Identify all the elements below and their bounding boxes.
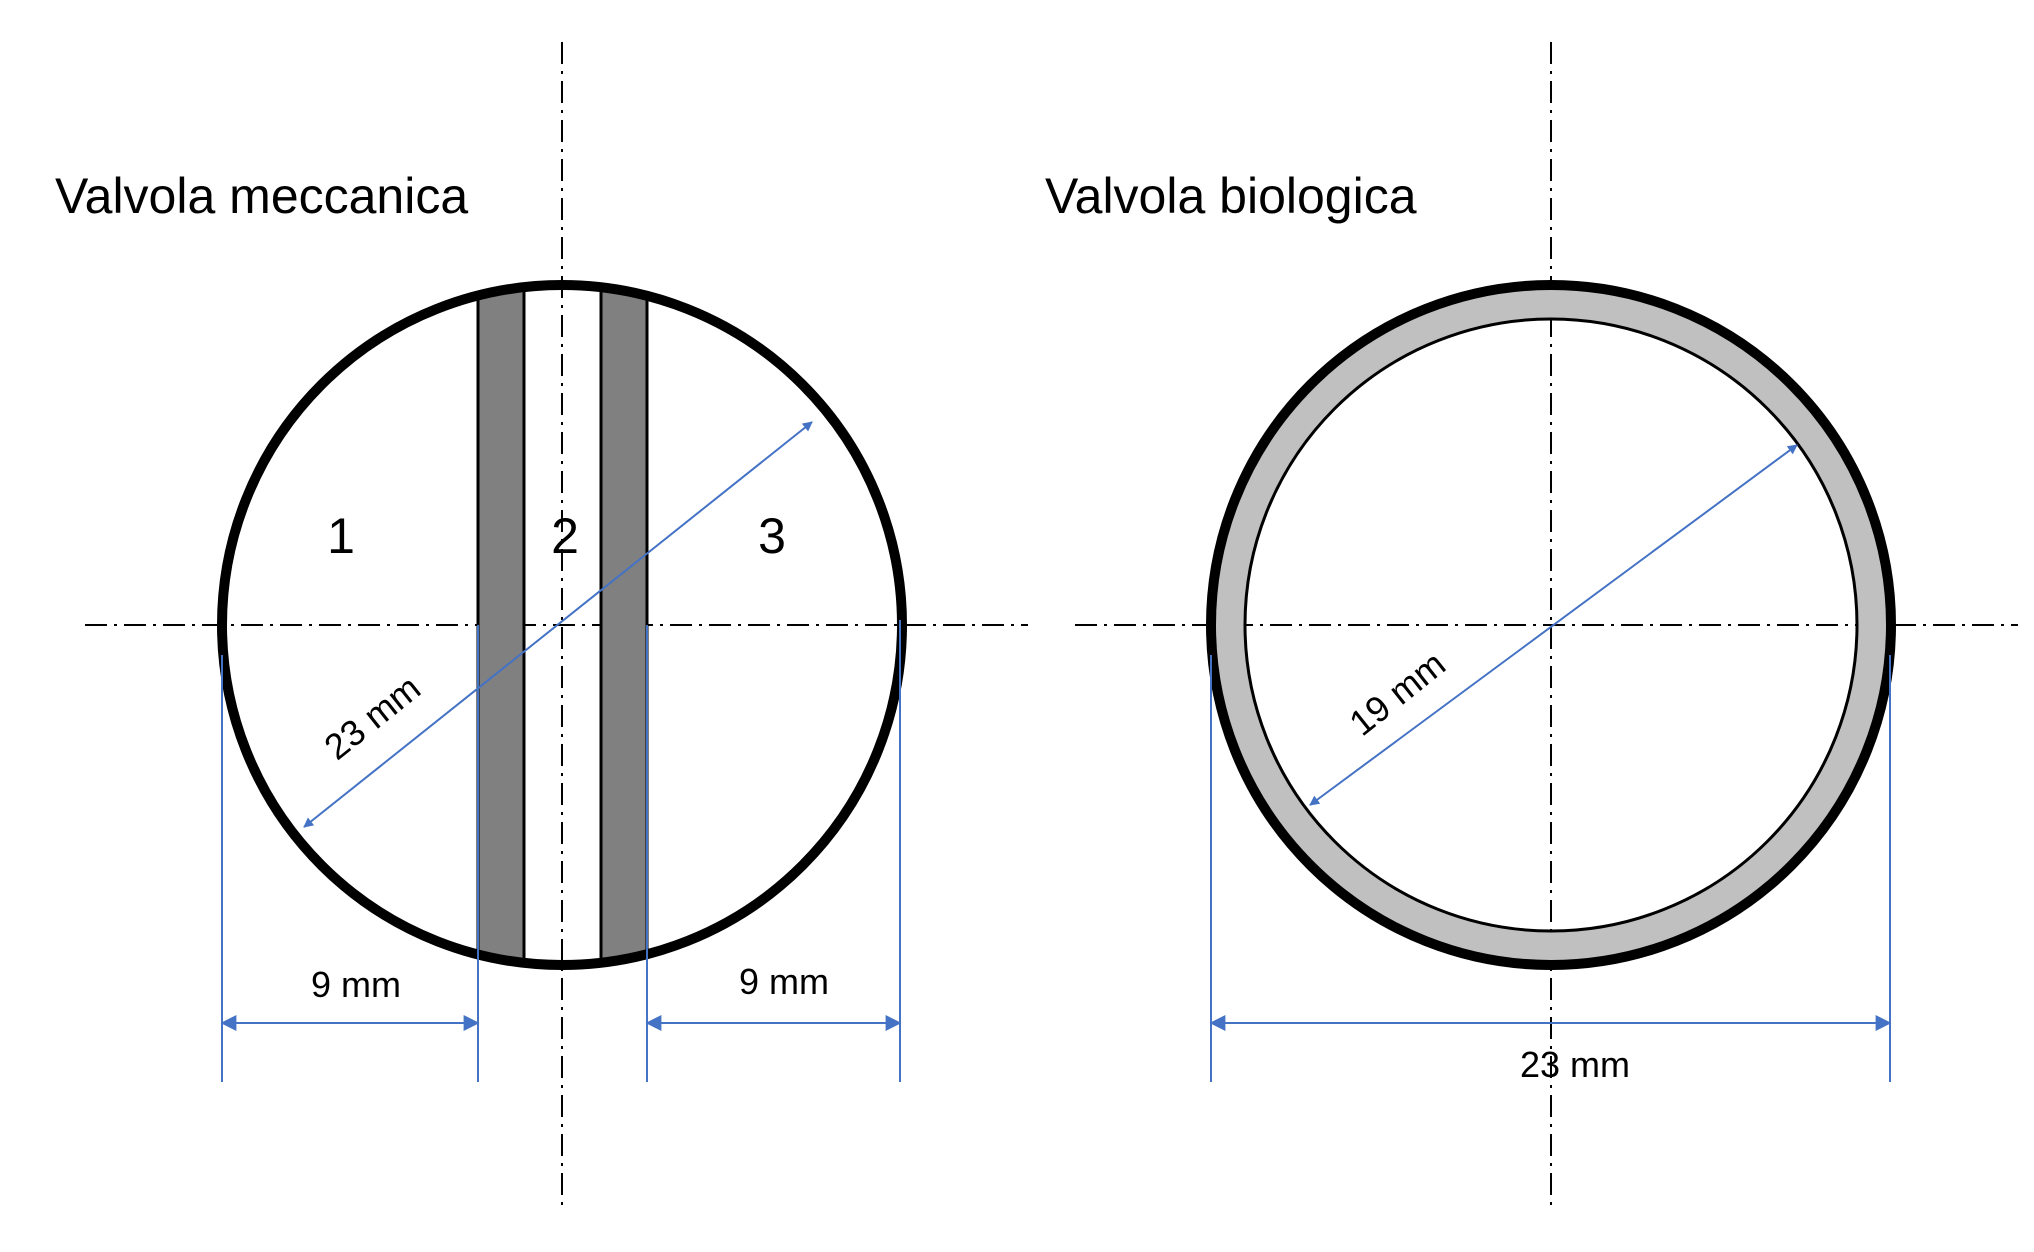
biological-inner-diameter-arrow — [1309, 444, 1798, 806]
region-label-3: 3 — [758, 508, 786, 564]
mechanical-right-width-label: 9 mm — [739, 961, 829, 1002]
region-label-1: 1 — [327, 508, 355, 564]
mechanical-valve-outline — [217, 280, 907, 970]
mechanical-valve-title: Valvola meccanica — [55, 168, 468, 224]
mechanical-left-leaflet — [476, 285, 526, 965]
biological-sewing-ring — [1210, 284, 1892, 966]
mechanical-valve: Valvola meccanica 1 2 3 23 mm 9 mm 9 mm — [55, 42, 1028, 1205]
region-label-2: 2 — [551, 508, 579, 564]
biological-valve-title: Valvola biologica — [1045, 168, 1417, 224]
biological-inner-diameter-label: 19 mm — [1341, 643, 1453, 744]
biological-outer-diameter-label: 23 mm — [1520, 1044, 1630, 1085]
mechanical-left-width-label: 9 mm — [311, 964, 401, 1005]
biological-inner-orifice — [1243, 317, 1859, 933]
mechanical-diameter-arrow — [303, 421, 813, 828]
mechanical-right-leaflet — [599, 285, 649, 965]
biological-valve-outline — [1206, 280, 1896, 970]
mechanical-diameter-label: 23 mm — [316, 667, 428, 768]
biological-valve: Valvola biologica 19 mm 23 mm — [1045, 42, 2018, 1205]
